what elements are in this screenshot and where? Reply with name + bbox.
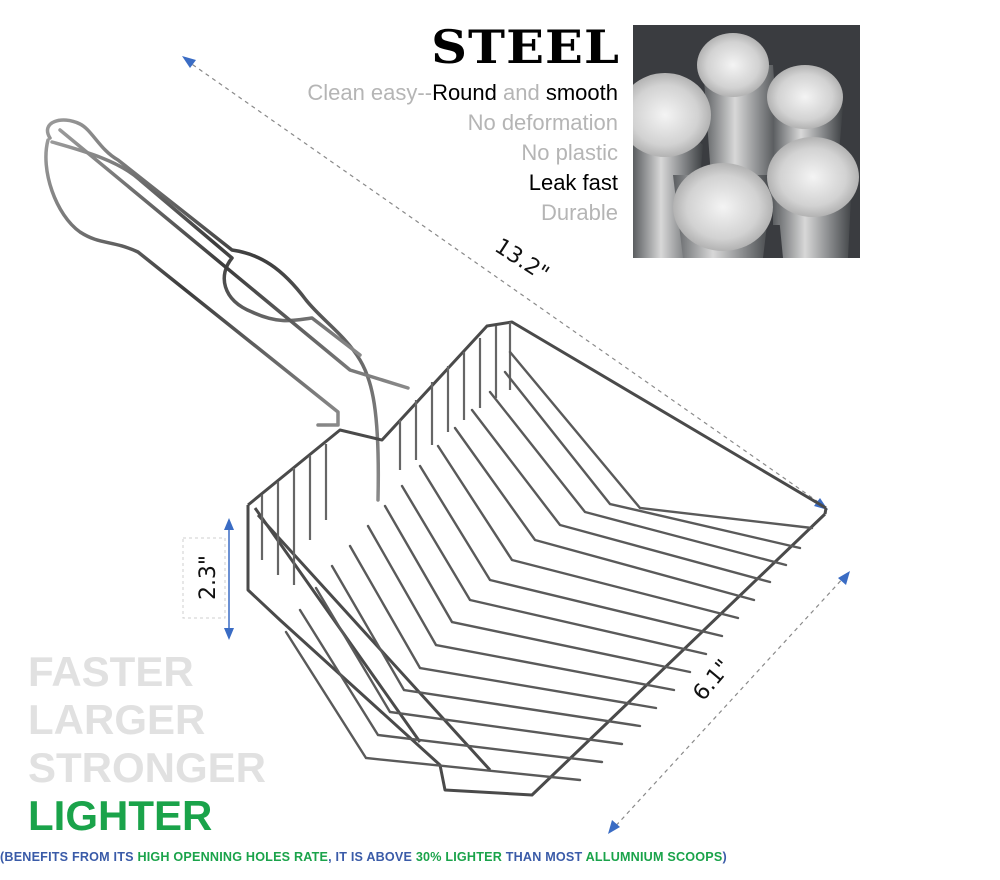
arrowhead-icon — [182, 56, 196, 68]
benefits-list: FASTER LARGER STRONGER LIGHTER — [28, 648, 266, 840]
benefit-stronger: STRONGER — [28, 744, 267, 791]
lighter-explanation: (BENEFITS FROM ITS HIGH OPENNING HOLES R… — [0, 850, 727, 864]
dimension-arrow-length — [185, 59, 825, 507]
arrowhead-icon — [838, 571, 850, 585]
dimension-arrow-height — [182, 518, 234, 640]
feature-text: -- — [417, 80, 433, 105]
feature-durable: Durable — [540, 200, 618, 225]
feature-list: Clean easy--Round and smooth No deformat… — [307, 78, 618, 228]
dimension-arrow-width — [611, 574, 847, 831]
benefit-larger: LARGER — [28, 696, 206, 743]
feature-clean-easy: Clean easy--Round and smooth — [307, 78, 618, 108]
feature-text: Clean easy — [307, 80, 418, 105]
scoop-floor-wires — [284, 350, 814, 782]
feature-text: smooth — [545, 80, 618, 105]
note-segment: , IT IS ABOVE — [328, 850, 416, 864]
note-segment: HIGH OPENNING HOLES RATE — [137, 850, 329, 864]
note-segment: (BENEFITS FROM ITS — [0, 850, 138, 864]
feature-text: Round — [432, 80, 497, 105]
note-segment: ) — [722, 850, 727, 864]
steel-rods-image — [633, 25, 860, 258]
material-title: STEEL — [431, 20, 620, 74]
note-segment: 30% LIGHTER — [415, 850, 503, 864]
scoop-basket — [246, 320, 828, 797]
feature-no-plastic: No plastic — [521, 140, 618, 165]
benefit-lighter: LIGHTER — [28, 792, 213, 839]
feature-text: and — [496, 80, 546, 105]
steel-rods-photo — [633, 25, 860, 258]
note-segment: ALLUMNIUM SCOOPS — [585, 850, 723, 864]
note-segment: THAN MOST — [502, 850, 586, 864]
scoop-back-bars — [260, 322, 512, 585]
benefit-faster: FASTER — [28, 648, 194, 695]
feature-no-deformation: No deformation — [467, 110, 618, 135]
feature-leak-fast: Leak fast — [528, 170, 618, 195]
dimension-height-label: 2.3" — [196, 554, 222, 601]
arrowhead-icon — [608, 820, 620, 834]
scoop-handle — [44, 118, 410, 502]
